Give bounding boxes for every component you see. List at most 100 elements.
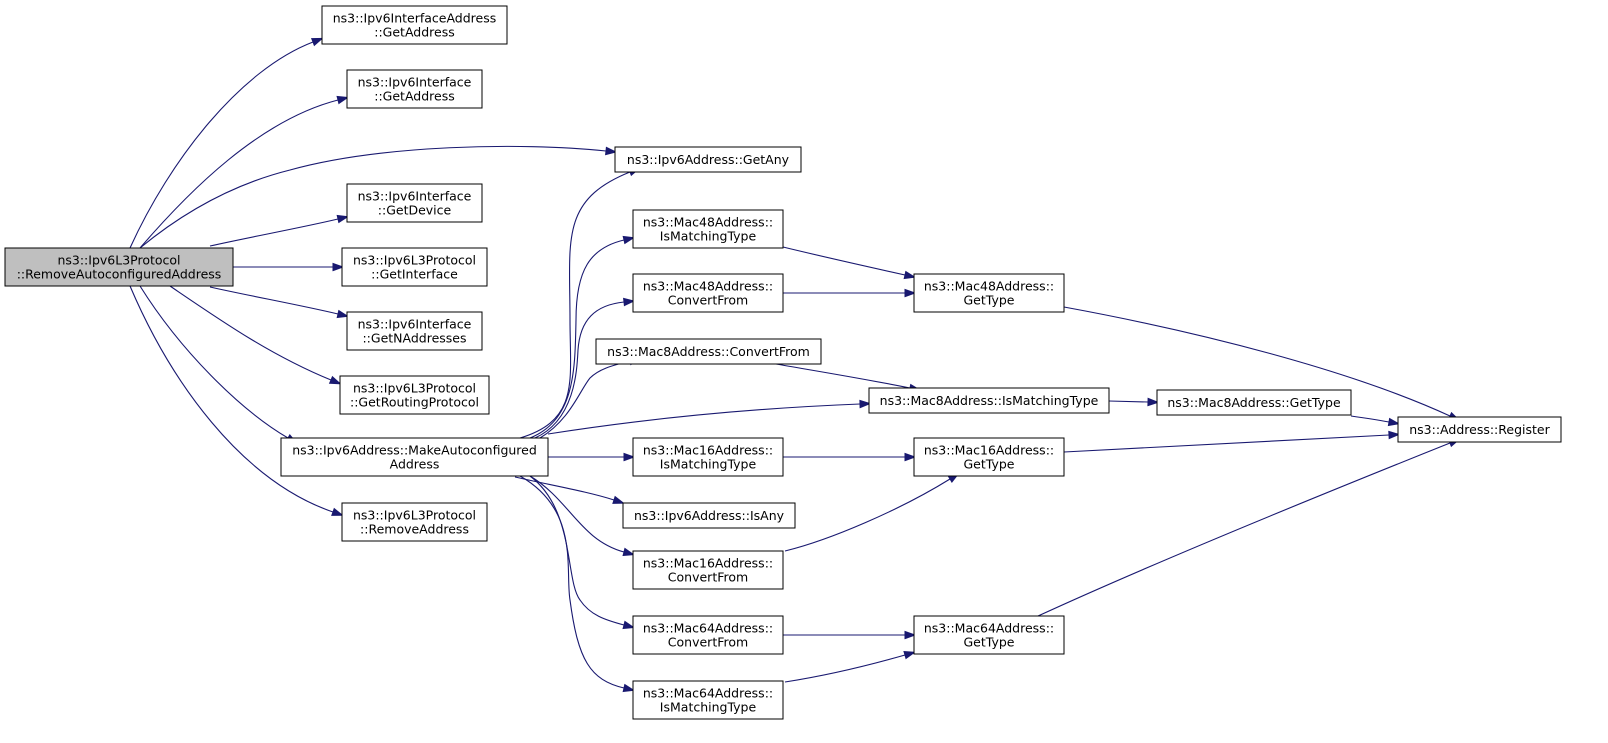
arrow-head-icon [622, 683, 636, 693]
graph-node-n23[interactable]: ns3::Address::Register [1397, 416, 1562, 443]
nodes-layer: ns3::Ipv6L3Protocol::RemoveAutoconfigure… [4, 5, 1562, 720]
edge-n0-to-n4 [209, 214, 350, 247]
arrow-head-icon [328, 375, 342, 385]
node-label: ns3::Ipv6Address::GetAny [627, 152, 790, 167]
node-label: ns3::Mac8Address::ConvertFrom [607, 344, 810, 359]
edge-n17-to-n21 [784, 650, 917, 683]
graph-node-n7[interactable]: ns3::Ipv6L3Protocol::GetRoutingProtocol [339, 375, 490, 415]
node-label: ::GetDevice [378, 203, 452, 218]
edge-n8-to-n12 [539, 356, 642, 439]
graph-node-n5[interactable]: ns3::Ipv6L3Protocol::GetInterface [341, 247, 488, 287]
node-box [346, 311, 483, 351]
node-label: ns3::Mac64Address:: [643, 686, 773, 701]
graph-node-n8[interactable]: ns3::Ipv6Address::MakeAutoconfiguredAddr… [280, 437, 549, 477]
node-box [346, 69, 483, 109]
node-label: ns3::Mac48Address:: [643, 215, 773, 230]
node-box [632, 273, 784, 313]
arrow-head-icon [331, 507, 344, 516]
node-label: IsMatchingType [660, 229, 757, 244]
arrow-head-icon [612, 495, 625, 504]
graph-node-n20[interactable]: ns3::Mac16Address::GetType [913, 437, 1065, 477]
node-label: ::GetAddress [374, 89, 454, 104]
node-label: ns3::Ipv6Address::IsAny [634, 508, 785, 523]
graph-node-n14[interactable]: ns3::Ipv6Address::IsAny [622, 502, 796, 529]
node-label: GetType [964, 635, 1015, 650]
graph-node-n21[interactable]: ns3::Mac64Address::GetType [913, 615, 1065, 655]
edge-n22-to-n23 [1350, 415, 1401, 427]
node-label: ns3::Ipv6Interface [358, 75, 472, 90]
node-label: ns3::Ipv6L3Protocol [57, 253, 180, 268]
edge-n20-to-n23 [1063, 430, 1401, 453]
node-label: GetType [964, 457, 1015, 472]
node-box [341, 502, 488, 542]
edges-layer [129, 37, 1461, 693]
node-label: ::GetInterface [371, 267, 458, 282]
edge-n8-to-n13 [548, 452, 636, 462]
node-box [913, 273, 1065, 313]
edge-n0-to-n9 [129, 285, 344, 516]
graph-node-n13[interactable]: ns3::Mac16Address::IsMatchingType [632, 437, 784, 477]
edge-n8-to-n10 [529, 235, 636, 439]
node-box [632, 680, 784, 720]
graph-node-n4[interactable]: ns3::Ipv6Interface::GetDevice [346, 183, 483, 223]
graph-node-n9[interactable]: ns3::Ipv6L3Protocol::RemoveAddress [341, 502, 488, 542]
node-box [868, 387, 1110, 414]
node-box [632, 437, 784, 477]
arrow-head-icon [332, 262, 345, 272]
graph-node-n19[interactable]: ns3::Mac8Address::IsMatchingType [868, 387, 1110, 414]
graph-node-n11[interactable]: ns3::Mac48Address::ConvertFrom [632, 273, 784, 313]
edge-n8-to-n15 [529, 475, 636, 557]
graph-node-n16[interactable]: ns3::Mac64Address::ConvertFrom [632, 615, 784, 655]
edge-n8-to-n19 [547, 399, 872, 435]
arrow-head-icon [336, 214, 350, 224]
node-box [321, 5, 508, 45]
node-label: ns3::Ipv6InterfaceAddress [333, 11, 497, 26]
node-box [339, 375, 490, 415]
arrow-head-icon [623, 297, 636, 307]
graph-node-n1[interactable]: ns3::Ipv6InterfaceAddress::GetAddress [321, 5, 508, 45]
arrow-head-icon [1387, 417, 1401, 427]
node-box [595, 338, 822, 365]
graph-node-n3[interactable]: ns3::Ipv6Address::GetAny [614, 146, 802, 173]
edge-n8-to-n14 [514, 476, 625, 504]
arrow-head-icon [903, 650, 917, 660]
edge-n13-to-n20 [783, 452, 917, 462]
node-label: ConvertFrom [668, 293, 748, 308]
node-box [4, 247, 234, 287]
node-box [632, 209, 784, 249]
edge-n0-to-n3 [139, 145, 618, 249]
node-label: ns3::Mac8Address::GetType [1167, 395, 1341, 410]
node-label: ns3::Mac16Address:: [643, 443, 773, 458]
edge-n16-to-n21 [783, 630, 917, 640]
node-label: IsMatchingType [660, 700, 757, 715]
graph-node-n6[interactable]: ns3::Ipv6Interface::GetNAddresses [346, 311, 483, 351]
arrow-head-icon [1147, 397, 1160, 407]
arrow-head-icon [622, 620, 636, 630]
node-label: ::RemoveAutoconfiguredAddress [17, 267, 222, 282]
edge-n8-to-n16 [529, 475, 636, 630]
node-label: Address [390, 457, 440, 472]
arrow-head-icon [904, 452, 917, 462]
edge-n0-to-n1 [129, 37, 324, 249]
edge-n19-to-n22 [1108, 397, 1160, 407]
graph-node-n15[interactable]: ns3::Mac16Address::ConvertFrom [632, 550, 784, 590]
edge-n10-to-n18 [782, 246, 917, 280]
node-label: ns3::Mac8Address::IsMatchingType [880, 393, 1099, 408]
edge-n0-to-n2 [139, 95, 350, 249]
node-box [622, 502, 796, 529]
graph-node-n22[interactable]: ns3::Mac8Address::GetType [1156, 389, 1352, 416]
node-box [632, 550, 784, 590]
node-label: ns3::Ipv6Interface [358, 317, 472, 332]
graph-node-n18[interactable]: ns3::Mac48Address::GetType [913, 273, 1065, 313]
node-label: ns3::Mac16Address:: [924, 443, 1054, 458]
node-label: GetType [964, 293, 1015, 308]
node-label: ns3::Mac64Address:: [643, 621, 773, 636]
graph-node-n12[interactable]: ns3::Mac8Address::ConvertFrom [595, 338, 822, 365]
edge-n11-to-n18 [783, 288, 917, 298]
graph-node-n2[interactable]: ns3::Ipv6Interface::GetAddress [346, 69, 483, 109]
edge-n15-to-n20 [784, 472, 960, 552]
arrow-head-icon [903, 270, 917, 280]
node-label: IsMatchingType [660, 457, 757, 472]
graph-node-n10[interactable]: ns3::Mac48Address::IsMatchingType [632, 209, 784, 249]
graph-node-n17[interactable]: ns3::Mac64Address::IsMatchingType [632, 680, 784, 720]
